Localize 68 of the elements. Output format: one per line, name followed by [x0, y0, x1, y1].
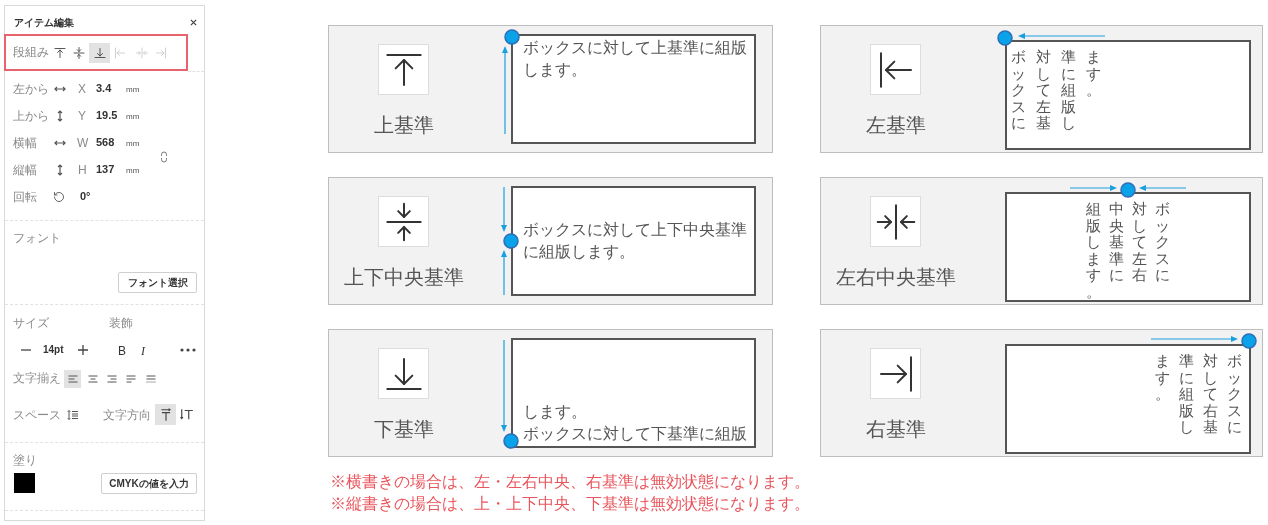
value-text: 568: [96, 137, 115, 148]
example-card: [328, 177, 773, 305]
unit-label: mm: [126, 113, 140, 121]
panel-title: アイテム編集: [14, 18, 74, 28]
vertical-text: ボックスに: [1227, 353, 1242, 436]
field-label: 回転: [13, 191, 37, 203]
vertical-text: 準に組版し: [1179, 353, 1194, 436]
vertical-text: 準に組版し: [1061, 49, 1076, 132]
text-frame: [511, 186, 756, 296]
font-size-value: 14pt: [43, 345, 64, 355]
section-heading: 塗り: [13, 454, 37, 466]
vertical-text: 組版します。: [1086, 201, 1101, 300]
vertical-text: ます。: [1155, 353, 1170, 403]
unit-label: mm: [126, 167, 140, 175]
axis-label: Y: [78, 110, 86, 122]
alignment-label: 上基準: [374, 115, 434, 135]
field-label: 横幅: [13, 137, 37, 149]
axis-label: W: [77, 137, 89, 149]
text-frame: [511, 34, 756, 144]
text-frame: [1005, 40, 1251, 150]
value-text: 137: [96, 164, 115, 175]
alignment-label: 左基準: [866, 115, 926, 135]
example-card: [328, 329, 773, 457]
alignment-label: 上下中央基準: [344, 267, 464, 287]
vertical-text: ボックスに: [1155, 201, 1170, 284]
alignment-label: 下基準: [374, 419, 434, 439]
note-text: ※縦書きの場合は、上・上下中央、下基準は無効状態になります。: [330, 496, 810, 512]
vertical-text: ます。: [1086, 49, 1101, 99]
bold-button: B: [115, 343, 129, 358]
vertical-text: 中央基準に: [1109, 201, 1124, 284]
row-label: 段組み: [13, 46, 49, 58]
section-heading: 装飾: [109, 317, 133, 329]
example-card: [820, 25, 1263, 153]
field-label: スペース: [13, 409, 61, 421]
value-text: 19.5: [96, 110, 118, 121]
text-frame: [1005, 344, 1251, 454]
section-heading: サイズ: [13, 317, 49, 329]
axis-label: H: [78, 164, 87, 176]
cmyk-input-button: CMYKの値を入力: [101, 473, 197, 494]
alignment-label: 左右中央基準: [836, 267, 956, 287]
text-frame: [511, 338, 756, 448]
sample-text: ボックスに対して上基準に組版します。: [523, 38, 748, 80]
field-label: 縦幅: [13, 164, 37, 176]
vertical-text: 対して右基: [1203, 353, 1218, 436]
example-card: [820, 177, 1263, 305]
note-text: ※横書きの場合は、左・左右中央、右基準は無効状態になります。: [330, 474, 810, 490]
unit-label: mm: [126, 86, 140, 94]
sample-text: ボックスに対して上下中央基準に組版します。: [523, 220, 748, 262]
field-label: 文字揃え: [13, 372, 61, 384]
settings-panel: [4, 5, 205, 521]
text-frame: [1005, 192, 1251, 302]
italic-button: I: [136, 343, 150, 358]
field-label: 文字方向: [103, 409, 151, 421]
vertical-text: 対して左右: [1132, 201, 1147, 284]
font-select-button: フォント選択: [118, 272, 197, 293]
field-label: 左から: [13, 83, 49, 95]
axis-label: X: [78, 83, 86, 95]
unit-label: mm: [126, 140, 140, 148]
value-text: 3.4: [96, 83, 112, 94]
field-label: 上から: [13, 110, 49, 122]
highlight-box: [4, 34, 188, 71]
section-heading: フォント: [13, 232, 61, 244]
vertical-text: 対して左基: [1036, 49, 1051, 132]
value-text: 0°: [80, 191, 91, 202]
example-card: [820, 329, 1263, 457]
example-card: [328, 25, 773, 153]
vertical-text: ボックスに: [1011, 49, 1026, 132]
alignment-label: 右基準: [866, 419, 926, 439]
